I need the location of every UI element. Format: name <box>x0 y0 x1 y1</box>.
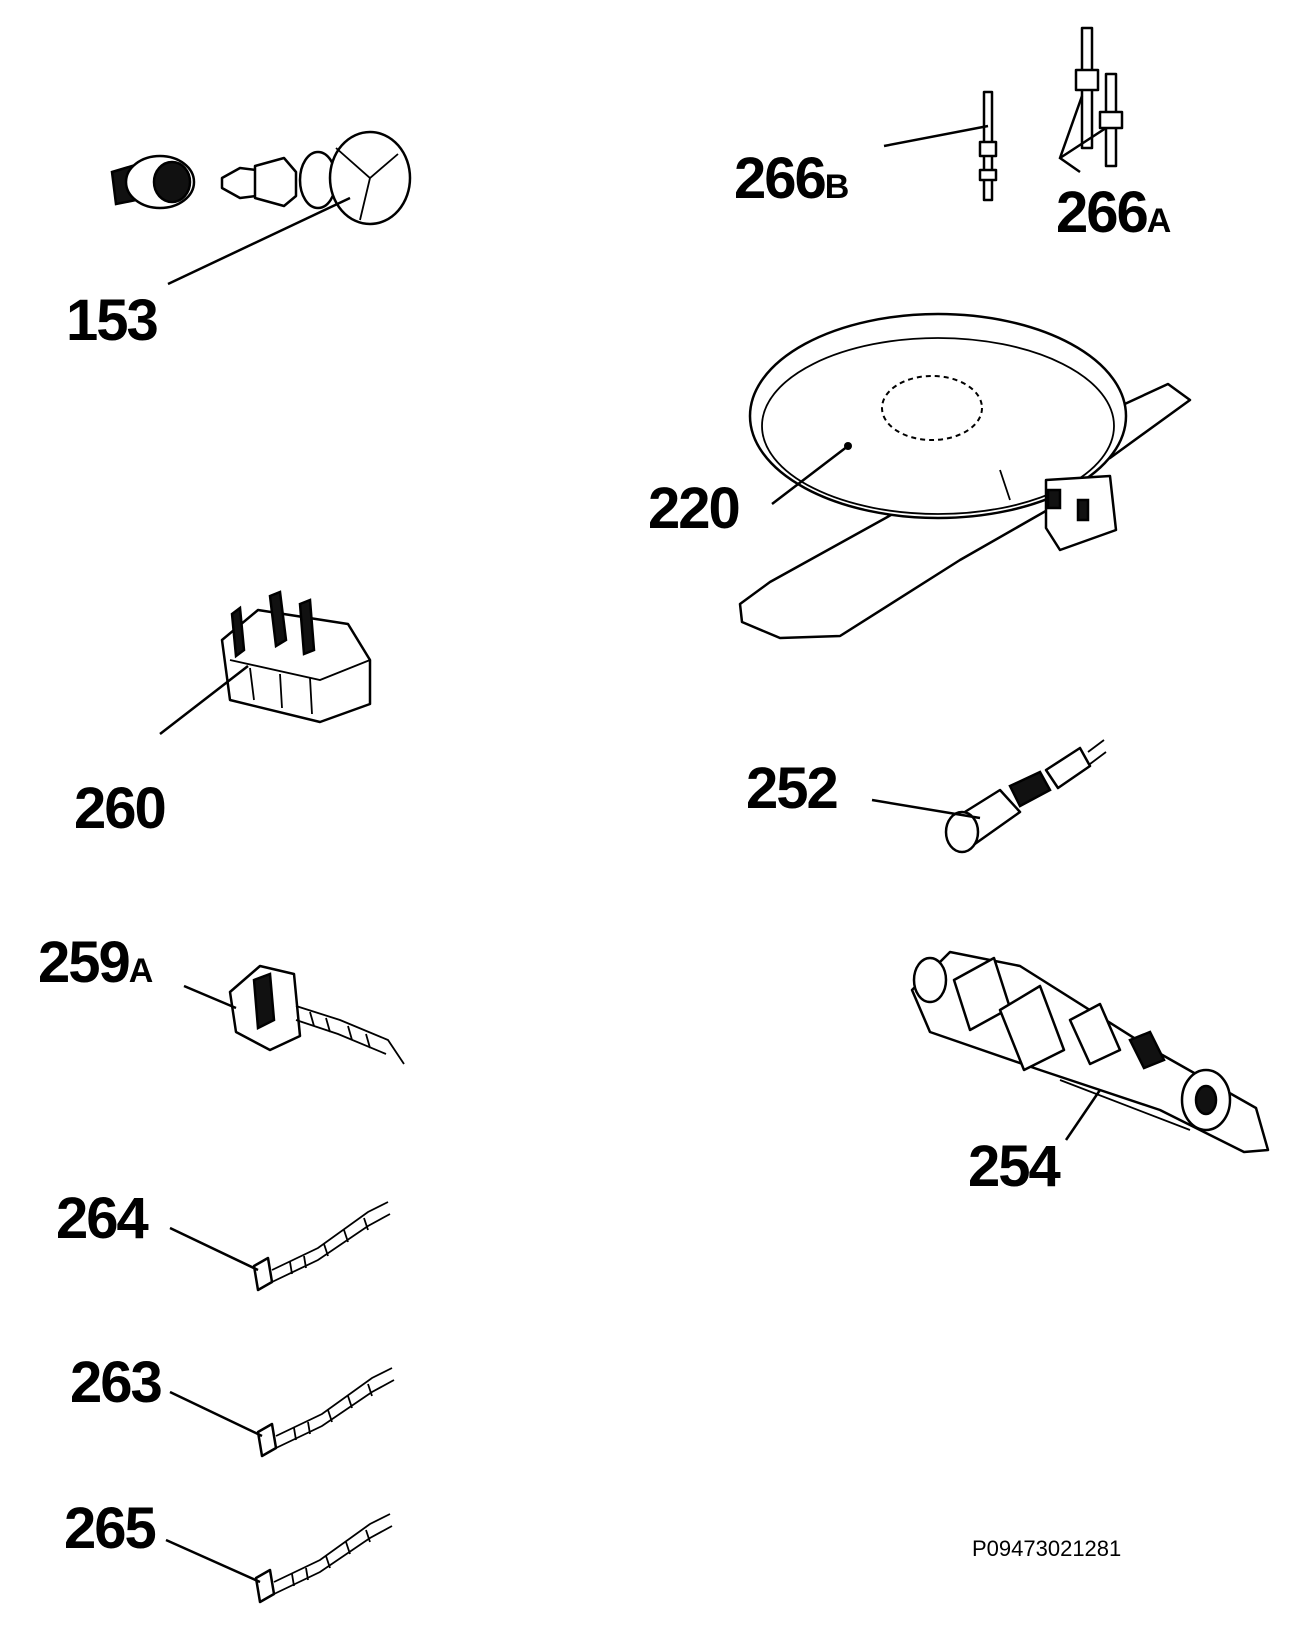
label-265: 265 <box>64 1496 156 1561</box>
label-264: 264 <box>56 1186 149 1251</box>
leader-252 <box>871 798 981 820</box>
leader-266a <box>1058 95 1084 174</box>
leader-254 <box>1064 1089 1102 1141</box>
part-252-indicator-lamp <box>944 739 1107 854</box>
part-266a-pins <box>1074 26 1124 168</box>
leader-263 <box>169 1390 263 1438</box>
part-254-rail-assembly <box>910 950 1270 1154</box>
part-266b-pin <box>978 90 998 202</box>
label-259a: 259A <box>38 930 153 995</box>
label-252: 252 <box>746 756 837 821</box>
leader-266b <box>883 124 989 148</box>
leader-265 <box>165 1538 261 1584</box>
part-264-terminal <box>252 1201 391 1292</box>
leader-220 <box>771 445 849 505</box>
label-254: 254 <box>968 1134 1061 1199</box>
part-260-switch <box>220 590 372 724</box>
label-266b: 266B <box>734 146 849 211</box>
label-266a: 266A <box>1056 180 1171 245</box>
leader-260 <box>159 665 249 735</box>
part-153-lamp-assembly <box>110 130 412 226</box>
leader-264 <box>169 1226 259 1272</box>
part-263-terminal <box>256 1367 395 1458</box>
label-263: 263 <box>70 1350 162 1415</box>
reference-code: P09473021281 <box>972 1536 1121 1561</box>
leader-259a <box>183 984 237 1010</box>
label-153: 153 <box>66 288 158 353</box>
part-259a-rotary-switch <box>228 964 405 1065</box>
leader-153 <box>167 196 351 286</box>
label-260: 260 <box>74 776 165 841</box>
part-265-terminal <box>254 1513 393 1604</box>
label-220: 220 <box>648 476 739 541</box>
part-220-hotplate <box>738 312 1192 640</box>
